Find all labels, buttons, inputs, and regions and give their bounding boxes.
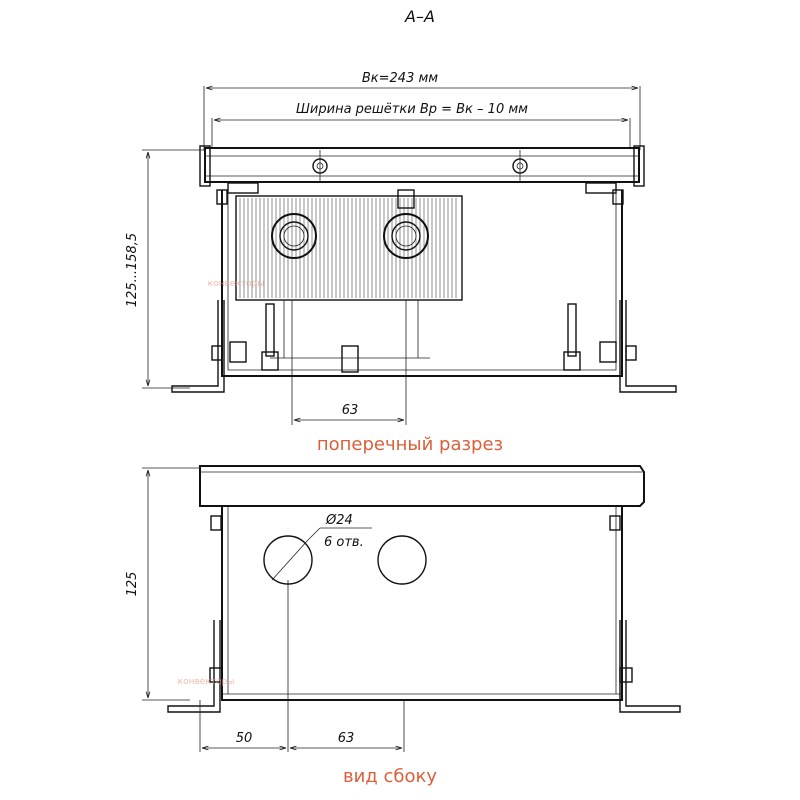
- pipe-fitting-left-icon: [271, 213, 317, 259]
- side-foot-left: [167, 620, 221, 713]
- housing-inner: [227, 190, 617, 371]
- side-corner-screw: [210, 515, 222, 531]
- side-nut: [211, 345, 223, 361]
- side-view: 125 Ø24 6 отв. 50 63 конвект: [125, 465, 681, 787]
- bracket-bolt: [216, 189, 228, 205]
- grille-label: Ширина решётки Вр = Вк – 10 мм: [296, 102, 528, 117]
- cross-section-view: Вк=243 мм Ширина решётки Вр = Вк – 10 мм…: [125, 71, 677, 455]
- side-corner-screw: [609, 515, 621, 531]
- side-housing: [221, 505, 623, 701]
- housing-tray: [221, 190, 623, 377]
- leveling-screw-icon: [563, 303, 581, 371]
- hole-diameter-label: Ø24: [325, 513, 353, 528]
- section-caption: поперечный разрез: [317, 434, 503, 455]
- grille-end-right: [633, 145, 645, 187]
- view-title: A–A: [404, 7, 435, 26]
- heat-exchanger: [235, 195, 463, 301]
- section-spacing-label: 63: [342, 403, 359, 418]
- side-nut: [625, 345, 637, 361]
- hole-leader: [271, 539, 309, 581]
- grille-bolt-icon: [512, 150, 528, 182]
- side-grille: [199, 465, 645, 507]
- support-bracket: [585, 182, 617, 194]
- grille-bolt-icon: [312, 150, 328, 182]
- side-nut: [229, 341, 247, 363]
- watermark: конвекторы: [178, 677, 235, 687]
- support-bracket: [227, 182, 259, 194]
- leveling-screw-icon: [261, 303, 279, 371]
- watermark: конвекторы: [208, 279, 265, 289]
- side-caption: вид сбоку: [343, 766, 437, 787]
- side-height-label: 125: [125, 572, 140, 597]
- hole-count-label: 6 отв.: [324, 535, 364, 550]
- side-corner-screw: [209, 667, 223, 683]
- width-label: Вк=243 мм: [362, 71, 438, 86]
- mounting-foot-left: [171, 300, 225, 393]
- mounting-foot-right: [619, 300, 677, 393]
- side-foot-right: [619, 620, 681, 713]
- side-offset-label: 50: [236, 731, 253, 746]
- grille-end-left: [199, 145, 211, 187]
- height-label: 125...158,5: [125, 233, 140, 307]
- grille-frame: [204, 147, 640, 183]
- bracket-bolt: [612, 189, 624, 205]
- side-nut: [599, 341, 617, 363]
- pipe-fitting-right-icon: [383, 189, 429, 259]
- drain-fitting: [341, 345, 359, 373]
- hole-leader: [307, 527, 321, 541]
- side-spacing-label: 63: [338, 731, 355, 746]
- pipe-hole-right-icon: [377, 535, 427, 585]
